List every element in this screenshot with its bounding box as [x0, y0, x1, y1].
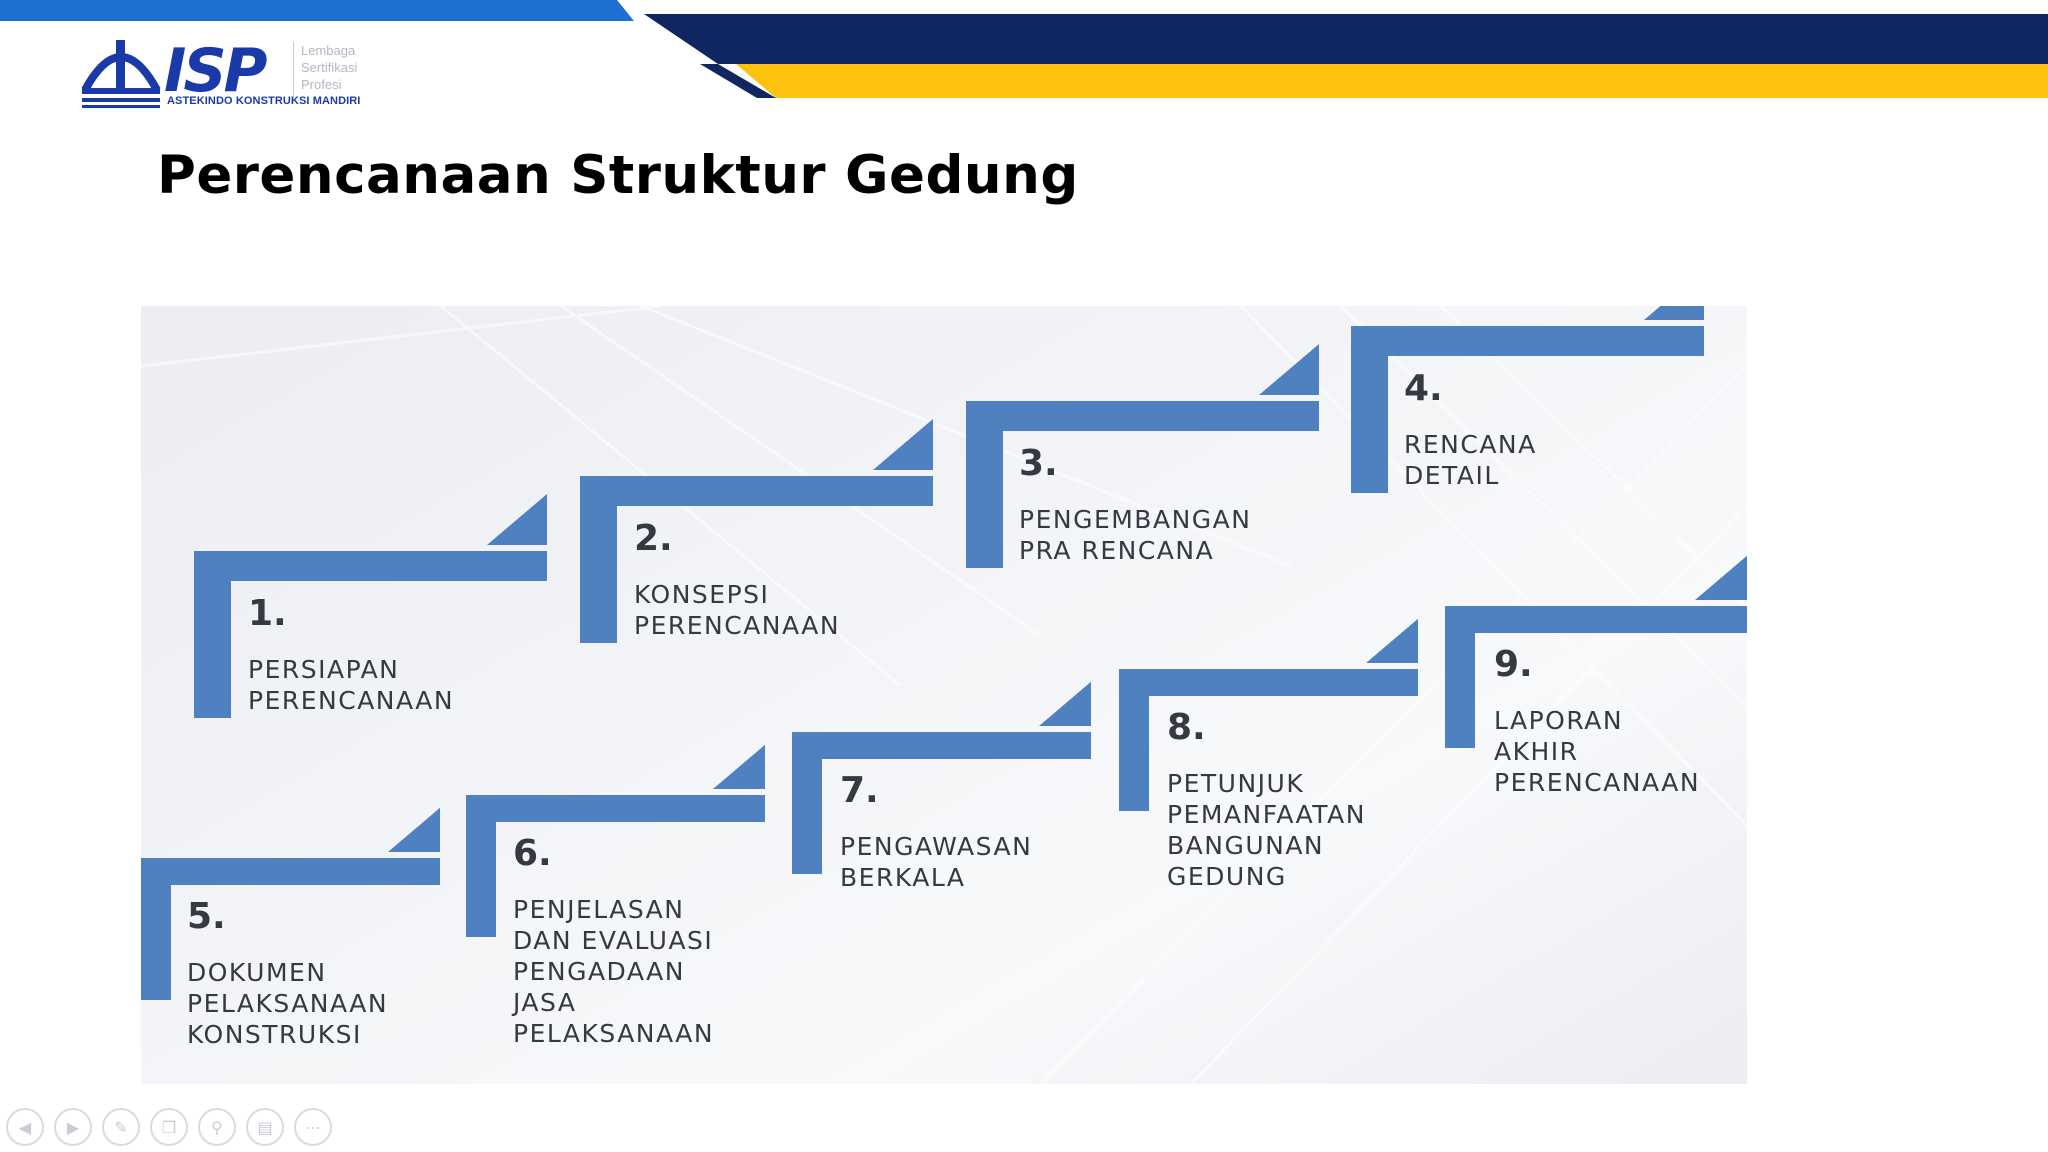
slide-title: Perencanaan Struktur Gedung	[157, 145, 1079, 206]
header-blue-stripe	[0, 0, 634, 21]
step-number: 2.	[634, 518, 673, 559]
step-number: 9.	[1494, 644, 1533, 685]
step-bracket-shape	[466, 795, 765, 937]
step-label: RENCANA DETAIL	[1404, 430, 1537, 490]
step-shapes	[141, 306, 1747, 1000]
step-bracket-shape	[1119, 669, 1418, 811]
step-label: PERSIAPAN PERENCANAAN	[248, 655, 455, 715]
step-triangle	[1259, 344, 1319, 395]
step-6: 6. PENJELASAN DAN EVALUASI PENGADAAN JAS…	[513, 834, 714, 1049]
step-9: 9. LAPORAN AKHIR PERENCANAAN	[1494, 645, 1700, 798]
logo-lembaga: Lembaga Sertifikasi Profesi	[301, 42, 391, 93]
step-triangle	[388, 807, 440, 852]
arrow-right-icon[interactable]: ▶	[54, 1108, 92, 1146]
step-number: 4.	[1404, 368, 1443, 409]
step-number: 3.	[1019, 443, 1058, 484]
step-label: DOKUMEN PELAKSANAAN KONSTRUKSI	[187, 958, 389, 1049]
step-bracket-5	[141, 807, 440, 1000]
step-bracket-1	[194, 494, 547, 718]
step-4: 4. RENCANA DETAIL	[1404, 369, 1537, 491]
arrow-left-icon[interactable]: ◀	[6, 1108, 44, 1146]
logo-tagline: ASTEKINDO KONSTRUKSI MANDIRI	[167, 95, 361, 107]
step-2: 2. KONSEPSI PERENCANAAN	[634, 519, 840, 641]
header-navy-stripe	[644, 14, 2048, 64]
logo-arch-icon	[81, 40, 161, 108]
step-number: 7.	[840, 770, 879, 811]
step-bracket-shape	[580, 476, 933, 643]
step-number: 5.	[187, 896, 226, 937]
header-gold-stripe	[736, 64, 2048, 98]
logo-mark: ISP	[164, 36, 268, 106]
pen-icon[interactable]: ✎	[102, 1108, 140, 1146]
step-7: 7. PENGAWASAN BERKALA	[840, 771, 1032, 893]
step-triangle	[1695, 555, 1747, 600]
step-bracket-2	[580, 419, 933, 643]
step-bracket-shape	[141, 858, 440, 1000]
slides-icon[interactable]: ❐	[150, 1108, 188, 1146]
step-bracket-8	[1119, 618, 1418, 811]
step-triangle	[1366, 618, 1418, 663]
step-bracket-shape	[966, 401, 1319, 568]
step-triangle	[487, 494, 547, 545]
more-icon[interactable]: ⋯	[294, 1108, 332, 1146]
logo-lembaga-line: Profesi	[301, 77, 342, 92]
step-bracket-shape	[194, 551, 547, 718]
step-label: PENGAWASAN BERKALA	[840, 832, 1033, 892]
slideshow-controls: ◀ ▶ ✎ ❐ ⚲ ▤ ⋯	[6, 1108, 332, 1148]
step-5: 5. DOKUMEN PELAKSANAAN KONSTRUKSI	[187, 897, 388, 1050]
logo-lembaga-line: Lembaga	[301, 43, 356, 58]
step-label: PETUNJUK PEMANFAATAN BANGUNAN GEDUNG	[1167, 769, 1366, 891]
step-3: 3. PENGEMBANGAN PRA RENCANA	[1019, 444, 1251, 566]
step-1: 1. PERSIAPAN PERENCANAAN	[248, 594, 454, 716]
step-bracket-6	[466, 744, 765, 937]
step-triangle	[873, 419, 933, 470]
step-bracket-4	[1351, 306, 1704, 493]
subtitle-icon[interactable]: ▤	[246, 1108, 284, 1146]
step-label: PENGEMBANGAN PRA RENCANA	[1019, 505, 1252, 565]
step-label: LAPORAN AKHIR PERENCANAAN	[1494, 706, 1701, 797]
step-bracket-9	[1445, 555, 1747, 748]
step-bracket-7	[792, 681, 1091, 874]
header-navy-lip	[700, 64, 776, 98]
step-number: 8.	[1167, 707, 1206, 748]
logo-divider	[293, 42, 294, 98]
header-band	[0, 0, 2048, 110]
step-triangle	[1039, 681, 1091, 726]
step-bracket-shape	[792, 732, 1091, 874]
step-number: 1.	[248, 593, 287, 634]
step-8: 8. PETUNJUK PEMANFAATAN BANGUNAN GEDUNG	[1167, 708, 1366, 892]
logo-lembaga-line: Sertifikasi	[301, 60, 358, 75]
process-diagram: 1. PERSIAPAN PERENCANAAN 2. KONSEPSI PER…	[141, 306, 1747, 1084]
isp-logo: ISP Lembaga Sertifikasi Profesi ASTEKIND…	[80, 36, 380, 114]
step-label: PENJELASAN DAN EVALUASI PENGADAAN JASA P…	[513, 895, 715, 1048]
step-bracket-shape	[1445, 606, 1747, 748]
step-triangle	[713, 744, 765, 789]
step-triangle	[1644, 306, 1704, 320]
step-bracket-shape	[1351, 326, 1704, 493]
zoom-icon[interactable]: ⚲	[198, 1108, 236, 1146]
step-label: KONSEPSI PERENCANAAN	[634, 580, 841, 640]
step-bracket-3	[966, 344, 1319, 568]
step-number: 6.	[513, 833, 552, 874]
